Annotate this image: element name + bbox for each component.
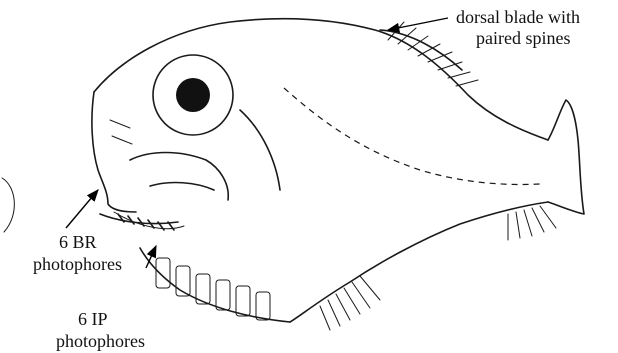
ip-photophores <box>156 258 270 320</box>
lateral-line <box>284 88 540 184</box>
br-label-line1: 6 BR <box>59 232 97 252</box>
dorsal-label-line1: dorsal blade with <box>456 7 580 27</box>
dorsal-label-line2: paired spines <box>476 28 570 48</box>
br-leader-arrow <box>66 190 98 228</box>
ip-label-line2: photophores <box>56 331 145 351</box>
ventral-fin-rays <box>320 276 380 330</box>
dorsal-blade <box>380 22 478 86</box>
anal-fin-spines <box>508 206 556 240</box>
ip-label-line1: 6 IP <box>78 309 108 329</box>
eye <box>153 55 233 135</box>
br-label-line2: photophores <box>33 254 122 274</box>
head-plates <box>110 110 280 200</box>
partial-circle <box>2 178 14 232</box>
fish-body <box>92 19 584 322</box>
dorsal-leader-arrow <box>388 18 448 30</box>
